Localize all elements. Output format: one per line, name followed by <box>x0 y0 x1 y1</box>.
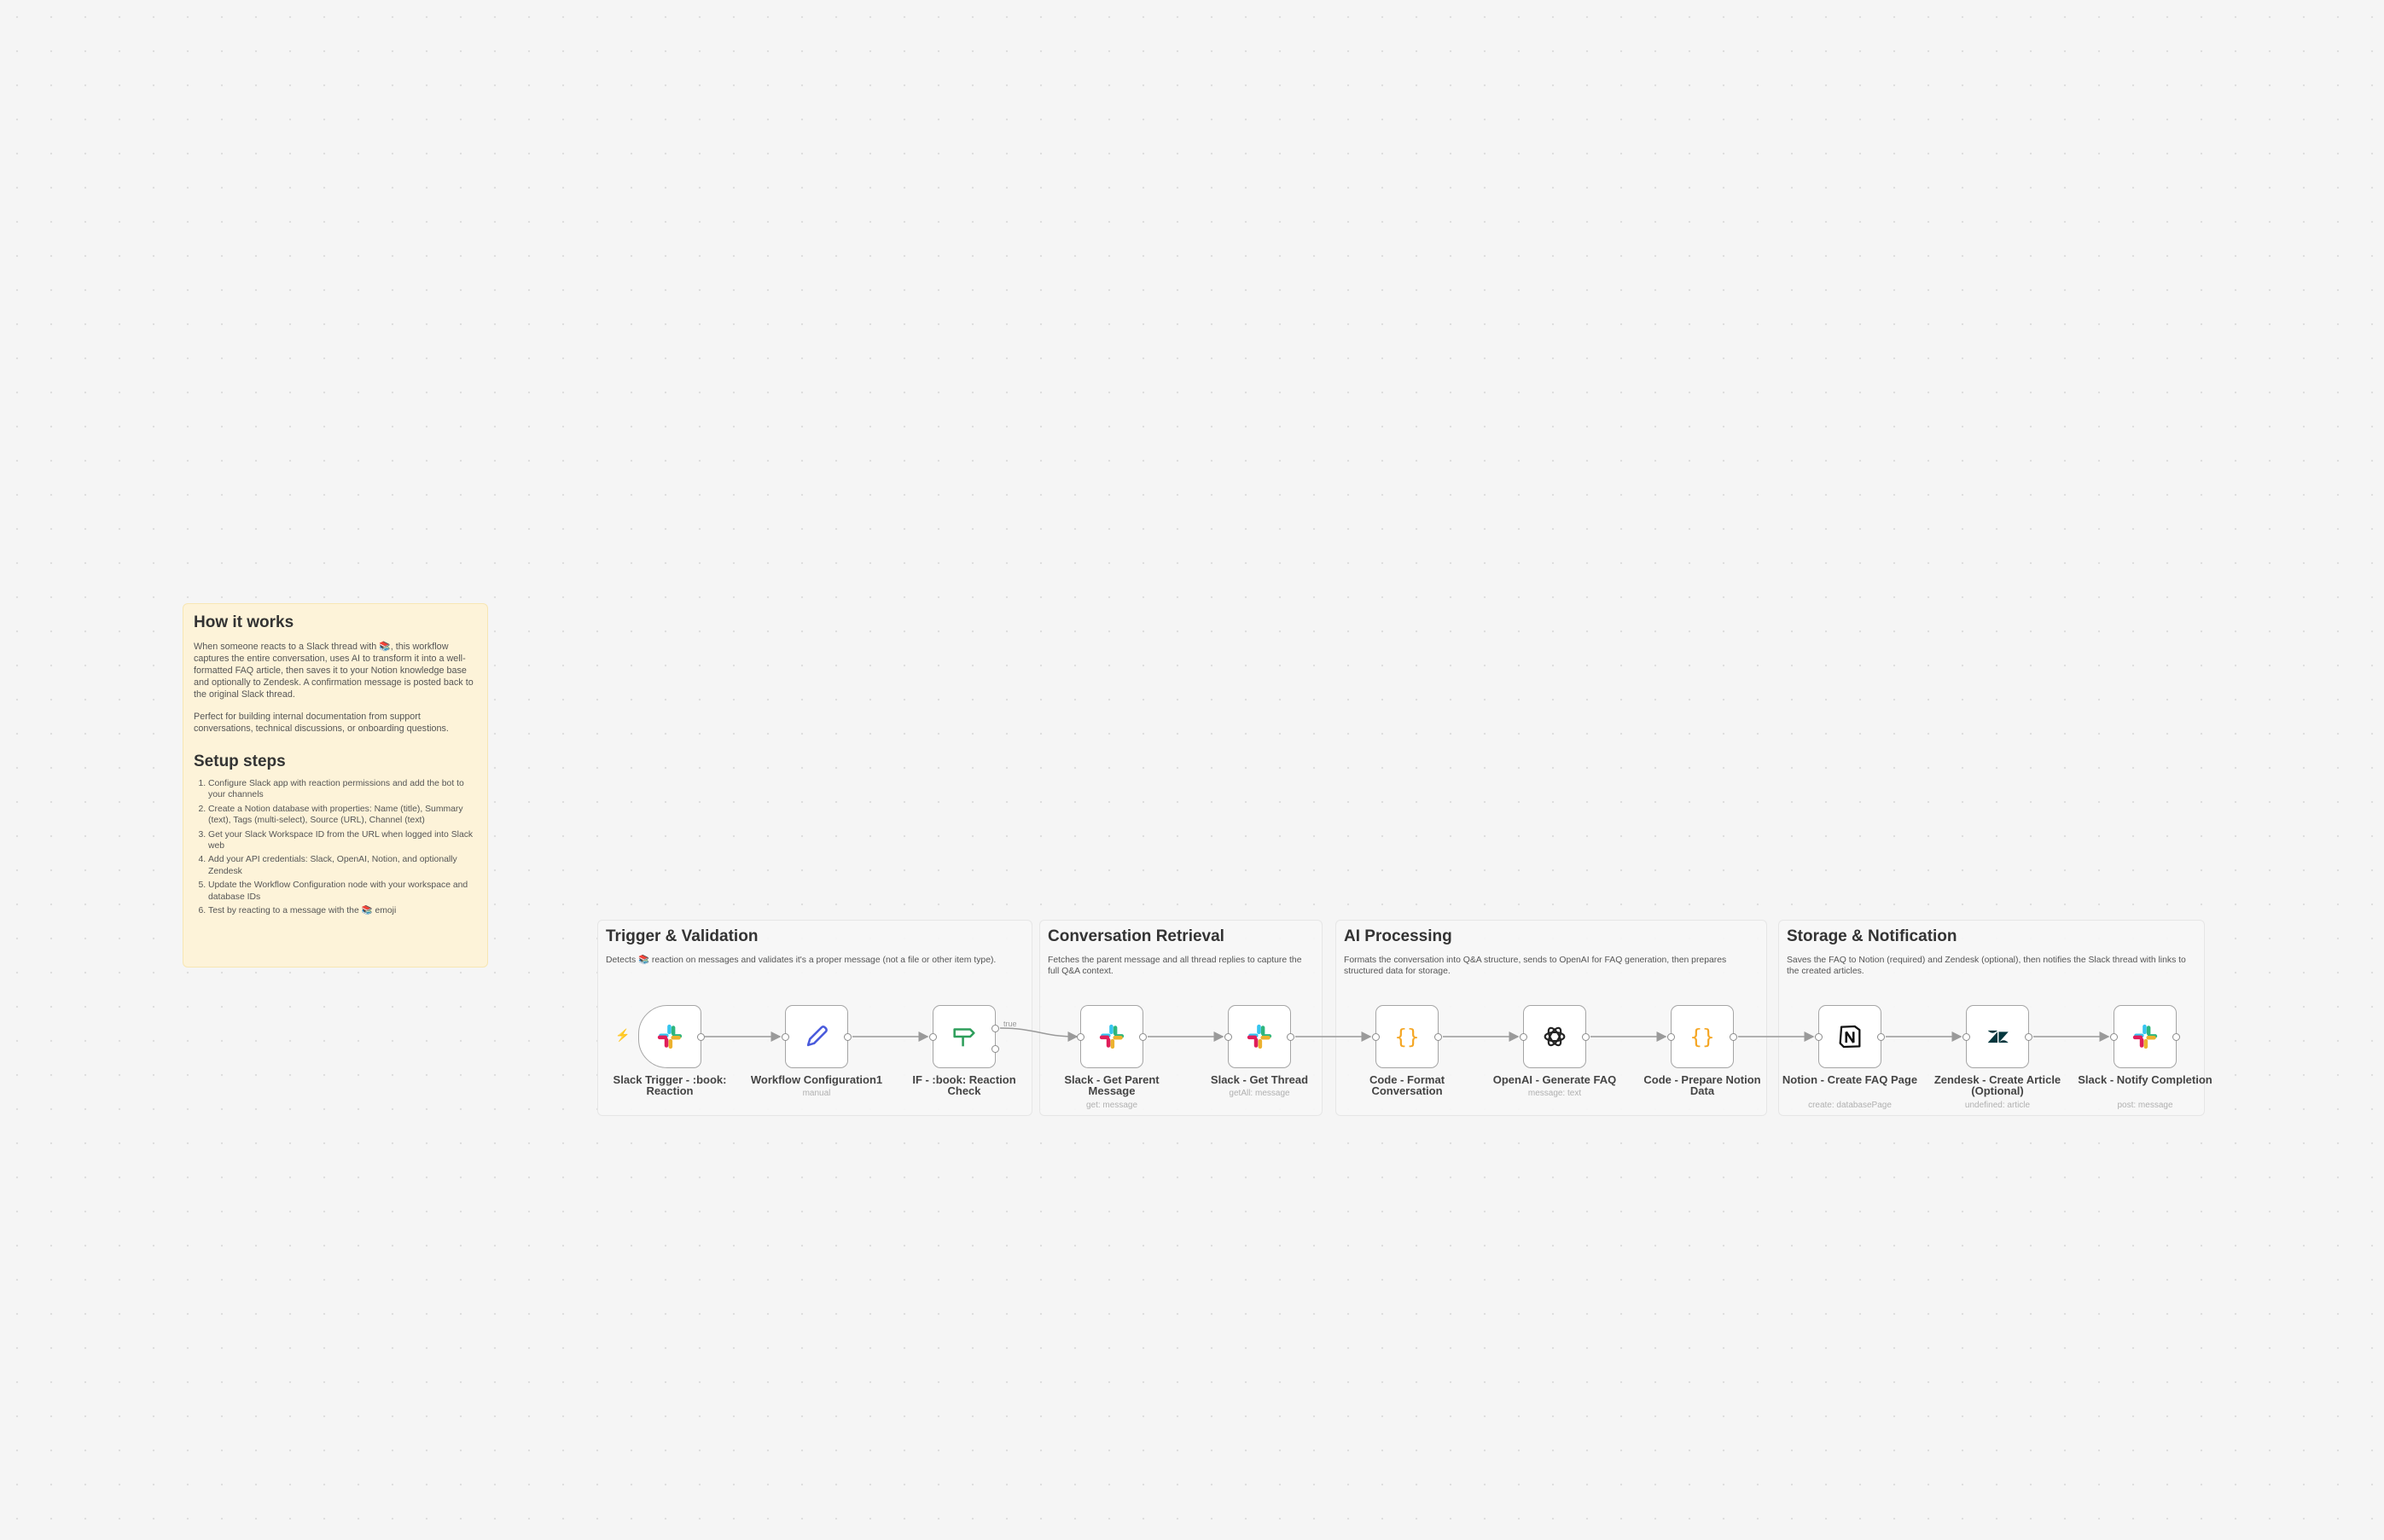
group-description: Formats the conversation into Q&A struct… <box>1344 956 1727 976</box>
output-handle[interactable] <box>1582 1033 1590 1041</box>
node-label: IF - :book: Reaction Check <box>912 1073 1016 1097</box>
how-it-works-paragraph-2: Perfect for building internal documentat… <box>194 712 449 734</box>
input-handle[interactable] <box>1520 1033 1527 1041</box>
group-title: AI Processing <box>1344 927 1452 945</box>
setup-steps-title: Setup steps <box>194 753 286 770</box>
node-label: Code - Prepare Notion Data <box>1643 1073 1761 1097</box>
node-label: Slack - Notify Completion <box>2078 1073 2212 1086</box>
node-label: Slack - Get Parent Message <box>1064 1073 1160 1097</box>
node-slack-notify-completion[interactable] <box>2110 1005 2180 1068</box>
setup-step: Get your Slack Workspace ID from the URL… <box>208 829 477 852</box>
setup-step: Test by reacting to a message with the 📚… <box>208 905 477 916</box>
how-it-works-note[interactable]: How it works When someone reacts to a Sl… <box>183 603 488 968</box>
input-handle[interactable] <box>1815 1033 1823 1041</box>
signpost-icon <box>953 1028 975 1047</box>
node-label: Zendesk - Create Article (Optional) <box>1933 1073 2061 1097</box>
slack-icon <box>1247 1024 1272 1049</box>
how-it-works-title: How it works <box>194 613 294 631</box>
zendesk-icon <box>1987 1030 2009 1043</box>
group-title: Trigger & Validation <box>606 927 759 945</box>
notion-icon <box>1839 1025 1861 1049</box>
node-label: Code - Format Conversation <box>1369 1073 1445 1097</box>
slack-icon <box>1099 1024 1125 1049</box>
svg-text:{}: {} <box>1395 1026 1420 1049</box>
setup-steps-list: Configure Slack app with reaction permis… <box>194 778 477 916</box>
group-description: Saves the FAQ to Notion (required) and Z… <box>1787 956 2186 976</box>
true-output-handle[interactable] <box>991 1025 999 1032</box>
output-handle[interactable] <box>1730 1033 1737 1041</box>
node-subtitle: message: text <box>1527 1089 1582 1098</box>
input-handle[interactable] <box>1077 1033 1084 1041</box>
output-handle[interactable] <box>2025 1033 2032 1041</box>
node-label: Workflow Configuration1 <box>750 1073 883 1086</box>
input-handle[interactable] <box>782 1033 789 1041</box>
code-braces-icon: {} <box>1690 1026 1715 1049</box>
slack-icon <box>657 1024 683 1049</box>
setup-step: Configure Slack app with reaction permis… <box>208 778 477 801</box>
setup-step: Add your API credentials: Slack, OpenAI,… <box>208 854 477 877</box>
node-notion-create-faq-page[interactable] <box>1815 1005 1885 1068</box>
input-handle[interactable] <box>929 1033 937 1041</box>
slack-icon <box>2132 1024 2158 1049</box>
node-zendesk-create-article[interactable] <box>1962 1005 2032 1068</box>
group-description: Fetches the parent message and all threa… <box>1048 956 1302 976</box>
pencil-icon <box>806 1026 828 1047</box>
node-label: Slack - Get Thread <box>1210 1073 1309 1086</box>
node-subtitle: post: message <box>2117 1101 2173 1110</box>
output-handle[interactable] <box>2172 1033 2180 1041</box>
output-handle[interactable] <box>697 1033 705 1041</box>
input-handle[interactable] <box>1372 1033 1380 1041</box>
group-title: Storage & Notification <box>1787 927 1957 945</box>
code-braces-icon: {} <box>1395 1026 1420 1049</box>
node-subtitle: manual <box>802 1089 831 1098</box>
node-subtitle: create: databasePage <box>1808 1101 1892 1110</box>
node-subtitle: getAll: message <box>1229 1089 1290 1098</box>
openai-icon <box>1544 1026 1566 1047</box>
node-label: OpenAI - Generate FAQ <box>1492 1073 1617 1086</box>
node-slack-get-parent-message[interactable] <box>1077 1005 1147 1068</box>
node-if-reaction-check[interactable] <box>929 1005 999 1068</box>
input-handle[interactable] <box>2110 1033 2118 1041</box>
node-label: Slack Trigger - :book: Reaction <box>613 1073 727 1097</box>
output-handle[interactable] <box>844 1033 852 1041</box>
group-title: Conversation Retrieval <box>1048 927 1224 945</box>
output-handle[interactable] <box>1287 1033 1294 1041</box>
node-subtitle: undefined: article <box>1964 1101 2031 1110</box>
node-code-format-conversation[interactable]: {} <box>1372 1005 1442 1068</box>
true-branch-label: true <box>1003 1020 1017 1028</box>
setup-step: Create a Notion database with properties… <box>208 804 477 827</box>
input-handle[interactable] <box>1962 1033 1970 1041</box>
output-handle[interactable] <box>1877 1033 1885 1041</box>
svg-text:{}: {} <box>1690 1026 1715 1049</box>
setup-step: Update the Workflow Configuration node w… <box>208 880 477 903</box>
false-output-handle[interactable] <box>991 1045 999 1053</box>
node-workflow-configuration[interactable] <box>782 1005 852 1068</box>
group-description: Detects 📚 reaction on messages and valid… <box>606 956 997 965</box>
input-handle[interactable] <box>1667 1033 1675 1041</box>
node-subtitle: get: message <box>1085 1101 1138 1110</box>
node-slack-trigger[interactable] <box>638 1005 705 1068</box>
node-slack-get-thread[interactable] <box>1224 1005 1294 1068</box>
node-code-prepare-notion-data[interactable]: {} <box>1667 1005 1737 1068</box>
output-handle[interactable] <box>1139 1033 1147 1041</box>
node-label: Notion - Create FAQ Page <box>1782 1073 1918 1086</box>
how-it-works-paragraph-1: When someone reacts to a Slack thread wi… <box>194 642 474 700</box>
trigger-bolt-icon: ⚡ <box>615 1028 631 1042</box>
node-openai-generate-faq[interactable] <box>1520 1005 1590 1068</box>
input-handle[interactable] <box>1224 1033 1232 1041</box>
output-handle[interactable] <box>1434 1033 1442 1041</box>
